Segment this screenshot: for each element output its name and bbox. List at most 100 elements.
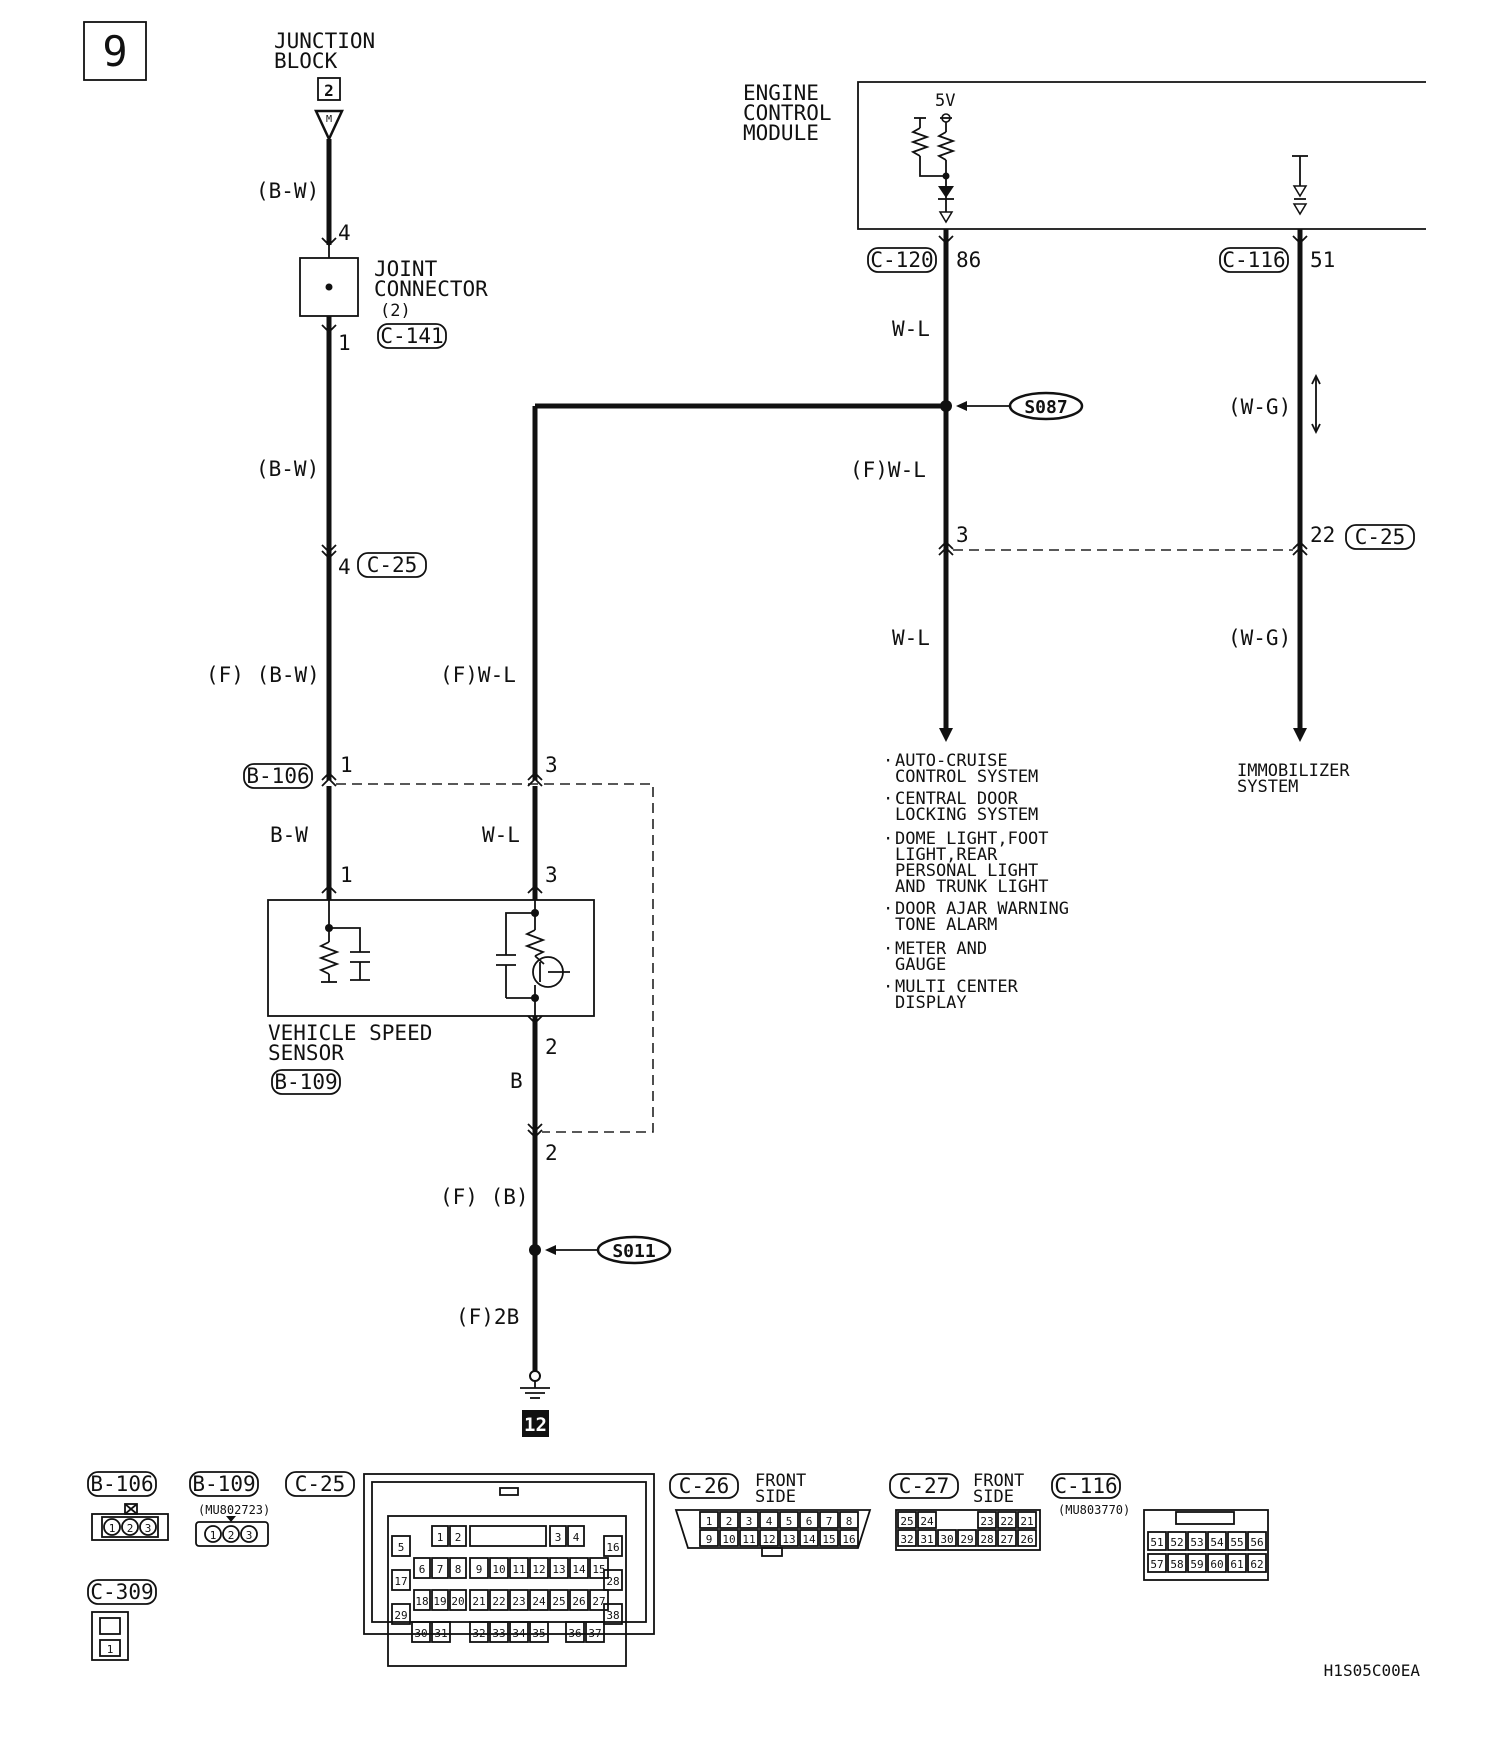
- legend-b109-pin: 2: [228, 1529, 235, 1542]
- legend-c25-pin: 15: [592, 1563, 605, 1576]
- legend-c26-side-1: FRONT: [755, 1471, 806, 1491]
- legend-c25-label: C-25: [295, 1472, 346, 1496]
- terminal-icon: [938, 211, 954, 224]
- wire-label-f-wl-right: (F)W-L: [850, 458, 926, 482]
- arrow-down-icon: [1293, 728, 1307, 742]
- junction-block-title-2: BLOCK: [274, 49, 338, 73]
- wire-label-bw-mid: (B-W): [256, 457, 319, 481]
- legend-c25-pin: 10: [492, 1563, 505, 1576]
- legend-c27-pin: 28: [980, 1533, 993, 1546]
- legend-c25-pin: 14: [572, 1563, 586, 1576]
- legend-c116-pin: 60: [1210, 1558, 1223, 1571]
- connector-chevron-icon: [321, 544, 337, 554]
- legend-c26-pin: 12: [762, 1533, 775, 1546]
- ecm-label-2: CONTROL: [743, 101, 832, 125]
- legend-c26-pin: 2: [726, 1515, 733, 1528]
- vss-box: [267, 899, 595, 1017]
- junction-block-ref: 2: [324, 81, 334, 100]
- dest-door-lock-1: CENTRAL DOOR: [895, 789, 1019, 809]
- dest-dome-light-4: AND TRUNK LIGHT: [895, 877, 1049, 897]
- connector-b106-box: [243, 763, 313, 789]
- legend-b106-pin: 2: [127, 1522, 134, 1535]
- legend-c25-pin: 7: [437, 1563, 444, 1576]
- legend-c25-pin: 20: [451, 1595, 464, 1608]
- wire-label-wg-top: (W-G): [1228, 395, 1291, 419]
- wire-label-wl-sensor: W-L: [482, 823, 520, 847]
- legend-c116-pin: 57: [1150, 1558, 1163, 1571]
- connector-chevron-icon: [527, 771, 543, 781]
- legend-c26-face: [674, 1509, 872, 1549]
- pin-b106-2: 2: [545, 1141, 558, 1165]
- legend-c25-pin: 11: [512, 1563, 525, 1576]
- legend-c27-pin: 23: [980, 1515, 993, 1528]
- legend-c25-pin: 24: [532, 1595, 546, 1608]
- pin-c116-51: 51: [1310, 248, 1335, 272]
- junction-block-ref-box: [317, 77, 341, 101]
- dest-bullet: ·: [883, 899, 893, 919]
- pin-c25-left: 4: [338, 555, 351, 579]
- connector-chevron-icon: [527, 1129, 543, 1139]
- legend-c26-pin: 3: [746, 1515, 753, 1528]
- legend-b106-pin: 1: [109, 1522, 116, 1535]
- ecm-box: [857, 81, 1426, 230]
- legend-c26-pin: 6: [806, 1515, 813, 1528]
- connector-chevron-icon: [527, 777, 543, 787]
- connector-chevron-icon: [527, 884, 543, 894]
- pin-c25-3: 3: [956, 523, 969, 547]
- legend-c25-pin: 16: [606, 1541, 619, 1554]
- splice-s087: S087: [1024, 397, 1067, 418]
- legend-b109-part: (MU802723): [198, 1503, 270, 1517]
- connector-legend: B-106 1 2 3 B-109 (MU802723) 1 2 3 C-309…: [87, 1471, 1269, 1667]
- legend-b106-pin: 3: [145, 1522, 152, 1535]
- legend-c25-side-right: 16 28 38: [603, 1535, 623, 1625]
- legend-c25-row3: 18 19 20 21 22 23 24 25 26 27: [413, 1589, 609, 1611]
- legend-c27-pin: 31: [920, 1533, 933, 1546]
- legend-c25-pin: 12: [532, 1563, 545, 1576]
- connector-c25-left-box: [357, 552, 427, 578]
- legend-c116-label: C-116: [1054, 1474, 1117, 1498]
- legend-c27-row1: 25 24 23 22 21: [897, 1511, 1037, 1529]
- legend-c25-pin: 1: [437, 1531, 444, 1544]
- dest-auto-cruise-1: AUTO-CRUISE: [895, 751, 1008, 771]
- legend-c25-pin: 17: [394, 1575, 407, 1588]
- splice-s087-dot-icon: [940, 400, 952, 412]
- legend-c26-pin: 10: [722, 1533, 735, 1546]
- dest-door-ajar-1: DOOR AJAR WARNING: [895, 899, 1069, 919]
- page-number-text: 9: [102, 27, 127, 76]
- legend-c25-pin: 37: [588, 1627, 601, 1640]
- legend-b109-pin: 1: [210, 1529, 217, 1542]
- legend-c25-pin: 38: [606, 1609, 619, 1622]
- connector-b106-dashed-outline: [336, 783, 654, 1133]
- resistor-icon: [910, 127, 930, 157]
- legend-c25-row2: 6 7 8 9 10 11 12 13 14 15: [413, 1557, 609, 1579]
- connector-chevron-icon: [321, 884, 337, 894]
- legend-c26-pin: 7: [826, 1515, 833, 1528]
- connector-b109: B-109: [274, 1070, 337, 1094]
- legend-c26-row1: 1 2 3 4 5 6 7 8: [699, 1511, 859, 1529]
- dest-immobilizer-1: IMMOBILIZER: [1237, 761, 1350, 781]
- legend-c116-pin: 61: [1230, 1558, 1243, 1571]
- dest-bullet: ·: [883, 977, 893, 997]
- legend-c116-pin: 54: [1210, 1536, 1224, 1549]
- legend-c25-row4: 30 31 32 33 34 35 36 37: [411, 1621, 605, 1643]
- legend-c25-pin: 18: [415, 1595, 428, 1608]
- connector-c120: C-120: [870, 248, 933, 272]
- page-number: 9: [83, 21, 147, 81]
- dest-meter-1: METER AND: [895, 939, 987, 959]
- bidirectional-arrow-icon: [1311, 373, 1321, 435]
- wire-label-wl-bottom: W-L: [892, 626, 930, 650]
- legend-c116-pin: 52: [1170, 1536, 1183, 1549]
- arrow-down-icon: [939, 728, 953, 742]
- legend-c25-pin: 36: [568, 1627, 581, 1640]
- legend-c25-box: [285, 1471, 355, 1497]
- splice-s087-badge: [1008, 391, 1084, 421]
- legend-c116-row1: 51 52 53 54 55 56: [1147, 1531, 1267, 1551]
- pin-vss-3: 3: [545, 863, 558, 887]
- legend-c25-pin: 35: [532, 1627, 545, 1640]
- dest-dome-light-1: DOME LIGHT,FOOT: [895, 829, 1049, 849]
- connector-c120-box: [867, 247, 937, 273]
- terminal-icon: [1292, 185, 1308, 198]
- legend-c26-pin: 9: [706, 1533, 713, 1546]
- legend-c27-box: [889, 1473, 959, 1499]
- connector-b109-box: [271, 1069, 341, 1095]
